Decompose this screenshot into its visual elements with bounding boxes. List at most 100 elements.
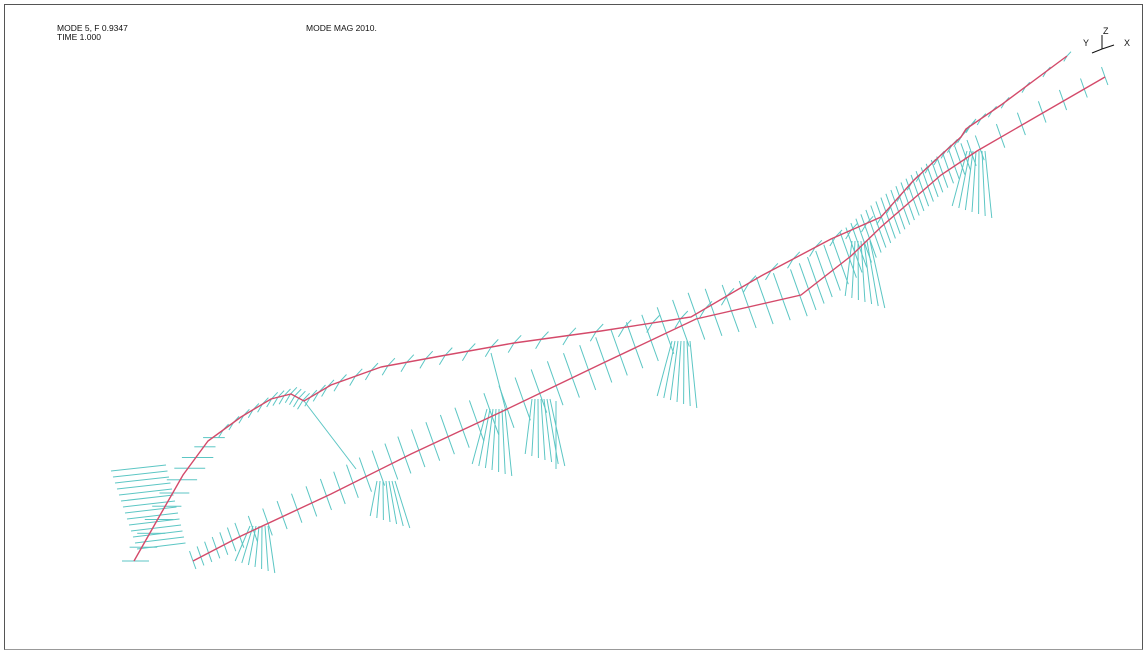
mesh-segment: [1016, 112, 1023, 126]
mesh-segment: [623, 319, 632, 328]
support-member: [951, 150, 968, 207]
mesh-segment: [425, 422, 434, 444]
mesh-segment: [831, 238, 842, 264]
mesh-segment: [513, 334, 522, 344]
mesh-segment: [277, 390, 285, 398]
mesh-segment: [1000, 136, 1006, 148]
mesh-segment: [824, 276, 833, 298]
mesh-segment: [120, 494, 174, 502]
mesh-segment: [290, 386, 298, 395]
mesh-segment: [352, 482, 359, 498]
mesh-segment: [1058, 89, 1064, 102]
mesh-segment: [799, 295, 808, 317]
mesh-segment: [404, 456, 412, 474]
support-member: [234, 525, 251, 562]
mesh-segment: [656, 307, 667, 334]
mesh-segment: [1037, 101, 1044, 114]
mesh-segment: [672, 299, 683, 326]
mesh-segment: [808, 288, 817, 311]
mesh-segment: [418, 450, 426, 468]
mesh-segment: [588, 369, 597, 391]
support-member: [471, 408, 488, 465]
mesh-segment: [562, 335, 570, 346]
mesh-segment: [530, 369, 541, 394]
mesh-segment: [974, 135, 981, 150]
mesh-segment: [839, 232, 850, 258]
strut-member: [490, 352, 507, 412]
mesh-segment: [136, 542, 186, 550]
mesh-segment: [116, 482, 171, 490]
mesh-segment: [535, 338, 542, 350]
mesh-segment: [282, 516, 288, 530]
mesh-segment: [200, 556, 205, 566]
mesh-segment: [297, 400, 304, 410]
mesh-segment: [885, 193, 895, 217]
fem-mode-shape-plot: [110, 51, 1109, 574]
mesh-segment: [438, 355, 446, 366]
support-member: [549, 398, 566, 467]
mesh-segment: [333, 381, 341, 392]
mesh-segment: [126, 512, 179, 520]
mesh-segment: [454, 407, 464, 431]
support-member: [376, 480, 381, 519]
mesh-segment: [922, 190, 930, 207]
mesh-segment: [681, 325, 690, 347]
mesh-segment: [995, 123, 1002, 138]
mesh-segment: [296, 509, 303, 523]
mesh-segment: [571, 377, 580, 398]
mode-label: MODE 5, F 0.9347: [57, 23, 128, 33]
mesh-segment: [289, 395, 296, 405]
mesh-segment: [239, 536, 245, 548]
axis-y-label: Y: [1083, 38, 1090, 48]
mesh-segment: [932, 182, 939, 198]
mesh-segment: [358, 457, 367, 477]
mesh-segment: [291, 493, 298, 510]
mesh-segment: [349, 376, 356, 386]
mesh-segment: [1062, 100, 1068, 111]
mesh-segment: [507, 342, 515, 353]
mesh-segment: [900, 182, 909, 204]
mesh-segment: [112, 470, 168, 478]
mesh-segment: [266, 398, 273, 408]
support-member: [491, 408, 497, 471]
mesh-segment: [920, 167, 929, 187]
support-member: [844, 240, 853, 297]
mesh-segment: [272, 397, 279, 406]
mesh-segment: [1080, 78, 1085, 90]
mesh-segment: [875, 201, 885, 225]
mesh-segment: [333, 471, 341, 490]
support-member: [267, 525, 276, 574]
mesh-segment: [114, 476, 170, 484]
mesh-segment: [397, 436, 406, 458]
mesh-segment: [110, 464, 167, 472]
mesh-segment: [798, 263, 809, 290]
support-member: [958, 150, 971, 209]
mesh-segment: [942, 173, 949, 188]
mesh-segment: [400, 362, 408, 373]
mesh-segment: [271, 391, 279, 400]
support-member: [264, 525, 269, 572]
mesh-segment: [936, 156, 944, 174]
mesh-segment: [134, 536, 185, 544]
mesh-segment: [883, 224, 892, 244]
mesh-segment: [910, 174, 919, 195]
mesh-segment: [211, 536, 217, 549]
support-member: [981, 150, 986, 217]
mesh-segment: [954, 146, 961, 163]
mesh-segment: [118, 488, 173, 496]
support-member: [663, 340, 676, 399]
mesh-segment: [339, 489, 346, 505]
mesh-segment: [267, 523, 273, 536]
support-member: [984, 150, 993, 219]
mesh-segment: [912, 198, 920, 216]
mesh-segment: [893, 215, 901, 234]
support-member: [869, 240, 886, 309]
mesh-segment: [312, 392, 320, 402]
support-member: [501, 408, 506, 475]
mesh-segment: [595, 337, 606, 363]
support-member: [394, 480, 411, 529]
mesh-segment: [563, 353, 573, 378]
mesh-segment: [966, 139, 973, 155]
mesh-segment: [189, 550, 194, 562]
mesh-segment: [696, 318, 706, 340]
